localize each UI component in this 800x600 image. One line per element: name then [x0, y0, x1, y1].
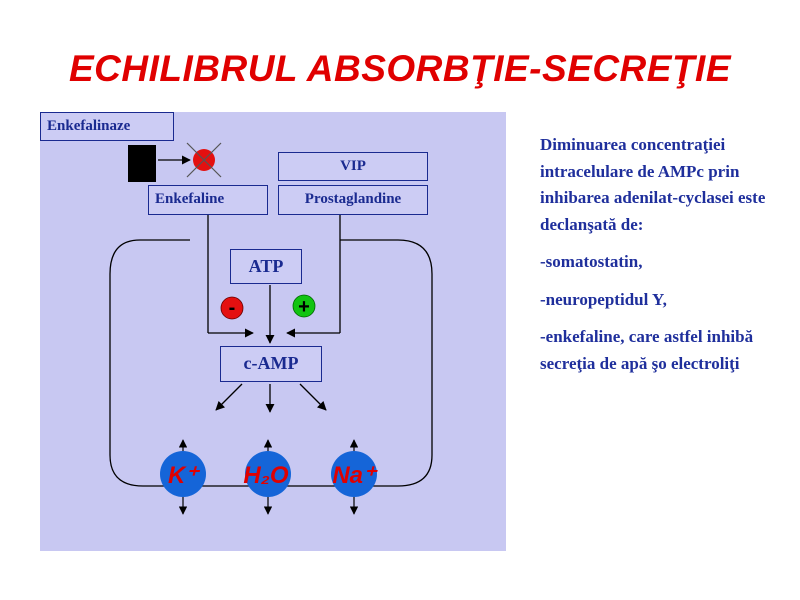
- vip-box: VIP: [278, 152, 428, 181]
- minus-circle: [220, 296, 244, 320]
- h2o-label: H₂O: [243, 462, 288, 489]
- side-item-neuropeptide: -neuropeptidul Y,: [540, 289, 667, 309]
- side-item-somatostatin: -somatostatin,: [540, 252, 643, 271]
- prostaglandine-box: Prostaglandine: [278, 185, 428, 215]
- na-circle: [331, 451, 377, 497]
- minus-label: -: [229, 297, 236, 319]
- h2o-circle: [245, 451, 291, 497]
- k-circle: [160, 451, 206, 497]
- camp-box: c-AMP: [220, 346, 322, 382]
- plus-circle: [292, 294, 316, 318]
- side-text: Diminuarea concentraţiei intracelulare d…: [540, 132, 770, 388]
- k-label: K⁺: [168, 462, 200, 489]
- na-label: Na⁺: [332, 462, 378, 489]
- camp-arrow-left: [215, 383, 243, 411]
- side-intro: Diminuarea concentraţiei intracelulare d…: [540, 135, 766, 234]
- enkefaline-box: Enkefaline: [148, 185, 268, 215]
- cell-membrane: [109, 239, 433, 487]
- inhibitor-block: [128, 145, 156, 182]
- camp-arrow-right: [299, 383, 327, 411]
- atp-box: ATP: [230, 249, 302, 284]
- plus-label: +: [298, 296, 310, 318]
- side-item-enkefaline: -enkefaline, care astfel inhibă secreţia…: [540, 327, 754, 373]
- slide-title: ECHILIBRUL ABSORBŢIE-SECREŢIE: [68, 48, 732, 89]
- enkefalinaze-box: Enkefalinaze: [40, 112, 174, 141]
